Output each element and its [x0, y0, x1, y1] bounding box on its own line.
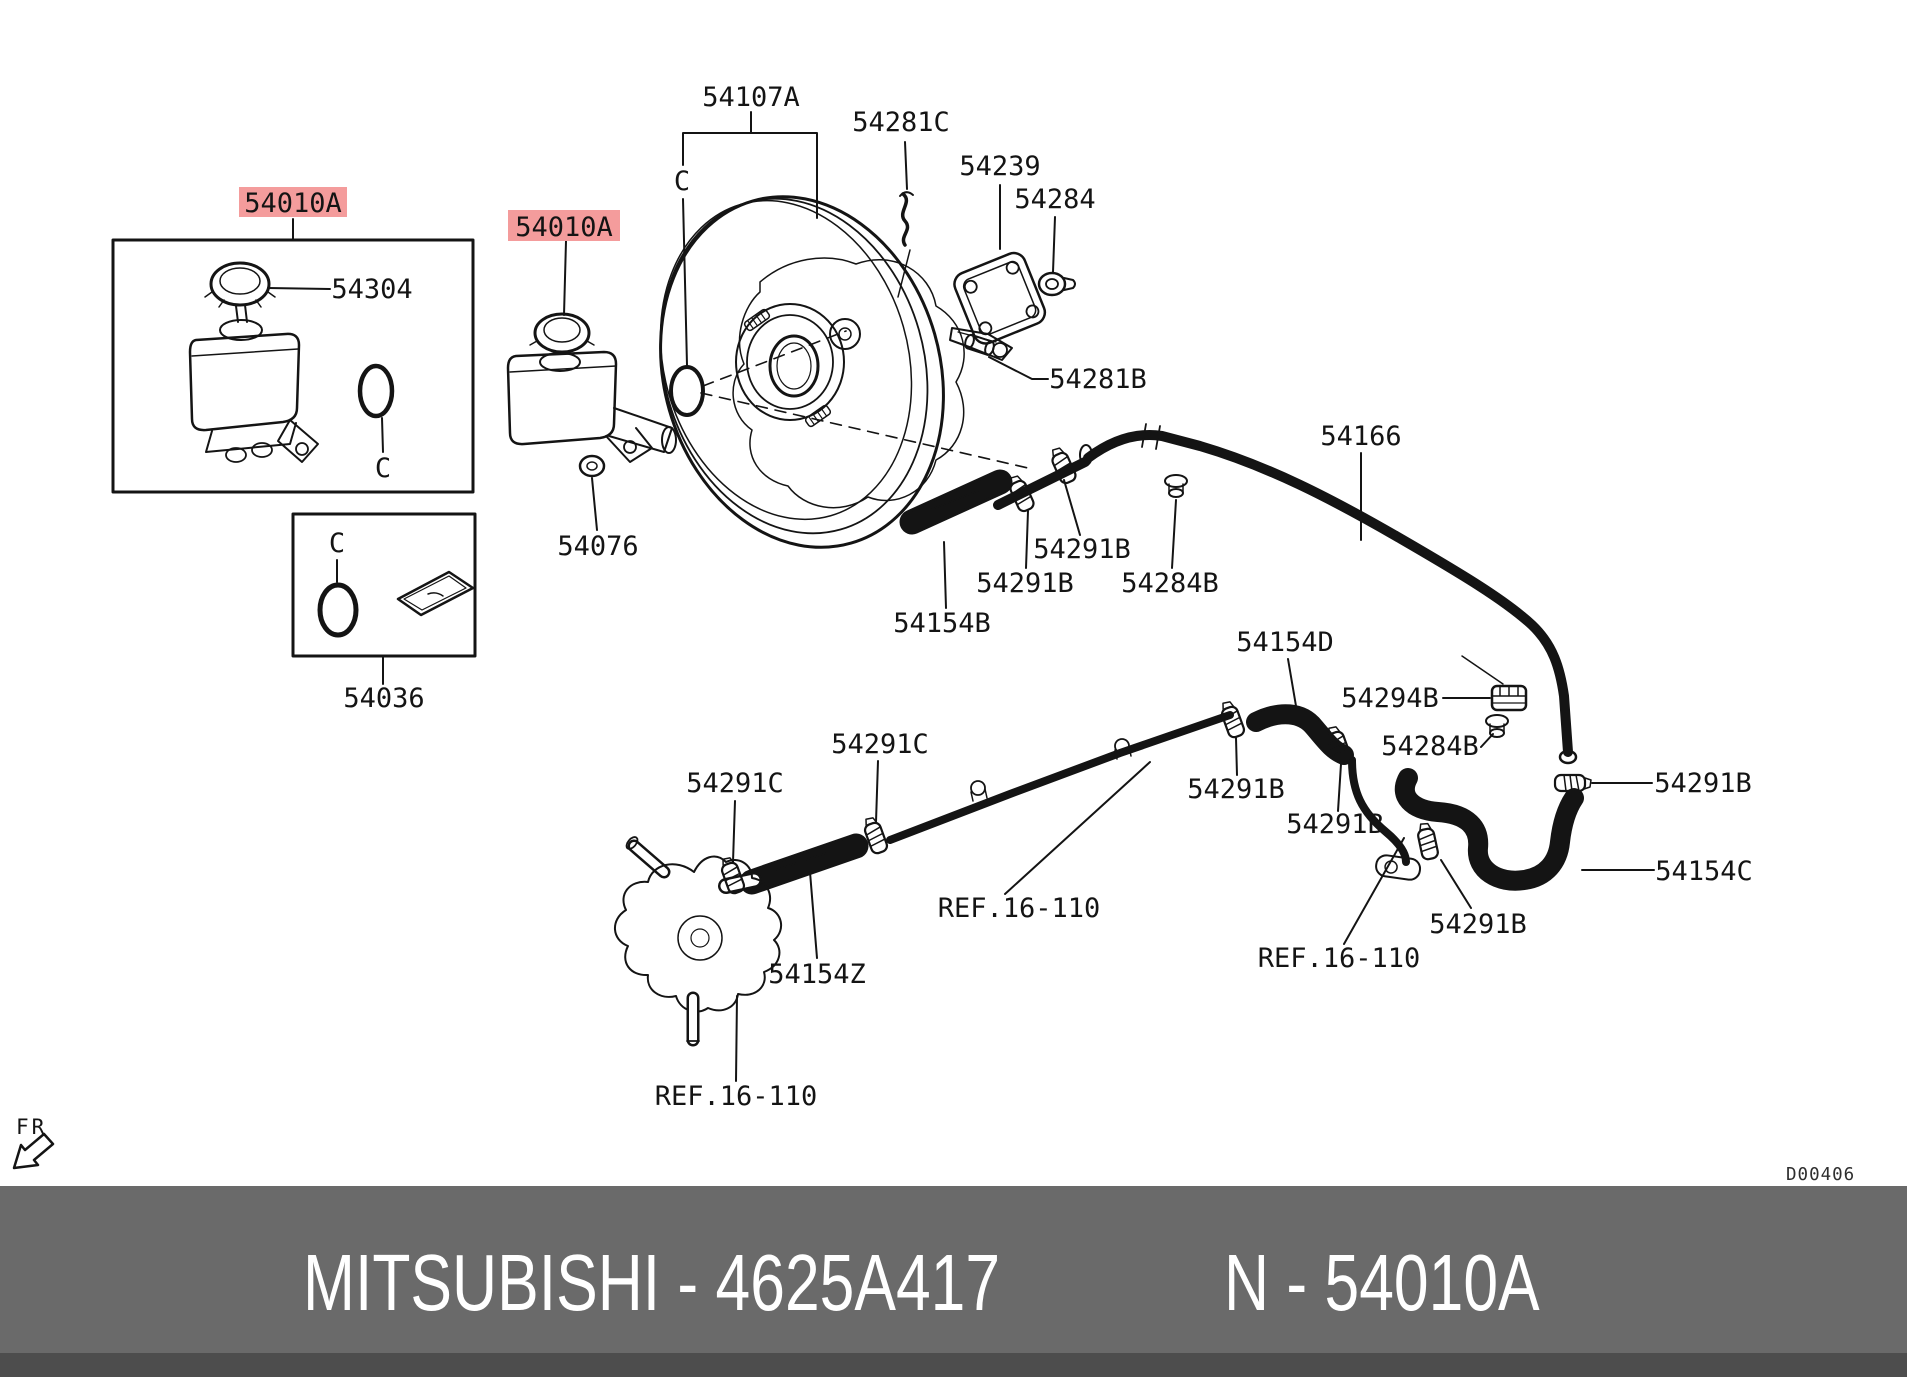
pushrod-pin-54281b	[964, 333, 995, 356]
part-label-54294b: 54294B	[1341, 683, 1439, 714]
ring-label-c-1: C	[375, 453, 391, 484]
hose-54154c	[1394, 768, 1584, 891]
part-label-54291c-right: 54291C	[831, 729, 929, 760]
part-label-54107a: 54107A	[702, 82, 800, 113]
booster-stud	[804, 404, 832, 428]
part-label-54304: 54304	[331, 274, 412, 305]
part-label-54010a-2: 54010A	[515, 212, 613, 243]
highlight-54010a-1	[239, 187, 347, 217]
part-label-54284b-b: 54284B	[1381, 731, 1479, 762]
master-cylinder-2-drawing	[506, 312, 705, 478]
part-label-54076: 54076	[557, 531, 638, 562]
part-label-54154d: 54154D	[1236, 627, 1334, 658]
pipe-ref-16-110-right	[1348, 756, 1422, 881]
booster-stud	[743, 308, 771, 332]
part-label-54154c: 54154C	[1655, 856, 1753, 887]
grease-packet	[396, 570, 475, 617]
ref-label-16-110-bottom: REF.16-110	[655, 1081, 818, 1112]
brake-booster-drawing	[659, 195, 965, 549]
inset-box-master-cylinder-kit	[111, 238, 477, 658]
vacuum-pipe-54166	[1079, 423, 1578, 765]
highlight-54010a-2	[508, 210, 620, 241]
cotter-pin-54281c	[897, 191, 914, 298]
master-cylinder-1-drawing	[188, 261, 395, 463]
ring-label-c-2: C	[329, 528, 345, 559]
nut-54284	[1037, 271, 1076, 297]
pump-ref-16-110-drawing	[614, 836, 783, 1047]
part-label-54291b-c: 54291B	[1187, 774, 1285, 805]
clamp-54291b	[1414, 820, 1441, 862]
metal-pipe-ref-16-110	[886, 711, 1234, 844]
o-ring-booster	[669, 365, 705, 417]
part-label-54291b-right: 54291B	[1654, 768, 1752, 799]
part-label-54291b-b: 54291B	[976, 568, 1074, 599]
part-label-54154b: 54154B	[893, 608, 991, 639]
gasket-54239	[953, 251, 1047, 345]
footer-brand-part-number: MITSUBISHI - 4625A417	[303, 1238, 1001, 1327]
part-label-54284b-a: 54284B	[1121, 568, 1219, 599]
clip-54294b	[1490, 684, 1528, 712]
o-ring-kit	[317, 582, 359, 638]
nut-54076	[578, 454, 606, 478]
ref-label-16-110-right: REF.16-110	[1258, 943, 1421, 974]
ref-label-16-110-center: REF.16-110	[938, 893, 1101, 924]
repair-kit-box-contents	[317, 559, 475, 638]
hose-clamps	[717, 444, 1593, 896]
clamp-54291b	[1217, 698, 1247, 740]
part-label-54291b-d: 54291B	[1286, 809, 1384, 840]
part-label-54239: 54239	[959, 151, 1040, 182]
diagram-code: D00406	[1786, 1165, 1855, 1185]
orientation-marker: FR	[12, 1115, 55, 1170]
o-ring-c	[357, 363, 395, 419]
part-label-54284: 54284	[1014, 184, 1095, 215]
part-label-54281b: 54281B	[1049, 364, 1147, 395]
fr-arrow-icon	[12, 1132, 55, 1170]
vacuum-hose-54154b	[899, 457, 1090, 535]
clevis-fork-and-pin	[949, 327, 1013, 361]
ring-label-c-3: C	[674, 166, 690, 197]
part-label-54281c: 54281C	[852, 107, 950, 138]
alignment-dashed-lines	[700, 330, 1029, 469]
footer-banner: MITSUBISHI - 4625A417 N - 54010A	[0, 1186, 1907, 1353]
footer-catalog-reference: N - 54010A	[1224, 1238, 1540, 1327]
part-label-54291c-left: 54291C	[686, 768, 784, 799]
grommet-54284b	[1164, 474, 1188, 498]
fr-label: FR	[16, 1115, 47, 1139]
part-label-54154z: 54154Z	[768, 959, 866, 990]
grommet-54284b	[1485, 714, 1509, 738]
part-label-54036: 54036	[343, 683, 424, 714]
part-label-54166: 54166	[1320, 421, 1401, 452]
part-label-54291b-e: 54291B	[1429, 909, 1527, 940]
part-label-54010a-1: 54010A	[244, 188, 342, 219]
hose-54154z	[739, 833, 869, 895]
footer-bottom-strip	[0, 1353, 1907, 1377]
part-label-54291b-a: 54291B	[1033, 534, 1131, 565]
leader-lines	[267, 111, 1655, 1082]
